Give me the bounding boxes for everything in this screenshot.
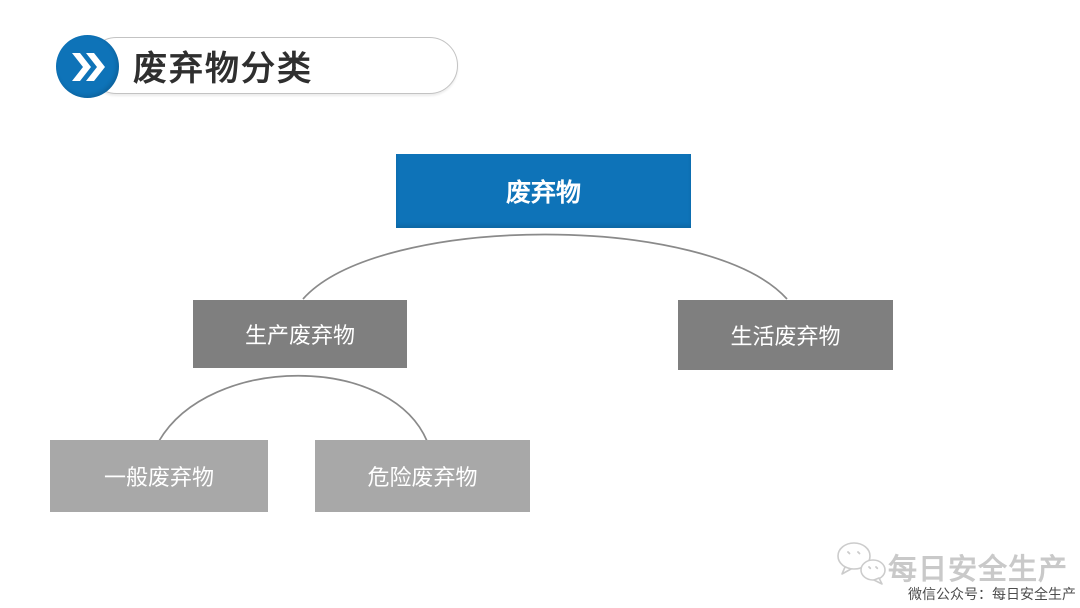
watermark-caption: 微信公众号：每日安全生产 [908,586,1076,602]
watermark-logo-text: 每日安全生产 [888,554,1069,586]
node-label: 一般废弃物 [103,465,214,490]
double-chevron-icon [56,35,119,98]
header-pill: 废弃物分类 [88,37,458,94]
node-domestic-waste: 生活废弃物 [678,300,893,370]
double-chevron-glyph [71,52,105,81]
node-label: 危险废弃物 [367,465,478,490]
node-label: 废弃物 [505,179,581,207]
connector-prod-to-level2 [158,374,428,442]
node-waste-root: 废弃物 [396,154,691,228]
node-hazardous-waste: 危险废弃物 [315,440,530,512]
node-label: 生产废弃物 [244,323,355,348]
wechat-icon [837,542,886,585]
node-label: 生活废弃物 [730,324,841,349]
node-production-waste: 生产废弃物 [193,300,407,368]
connector-root-to-level1 [302,233,788,300]
node-general-waste: 一般废弃物 [50,440,268,512]
page-title: 废弃物分类 [133,51,313,88]
